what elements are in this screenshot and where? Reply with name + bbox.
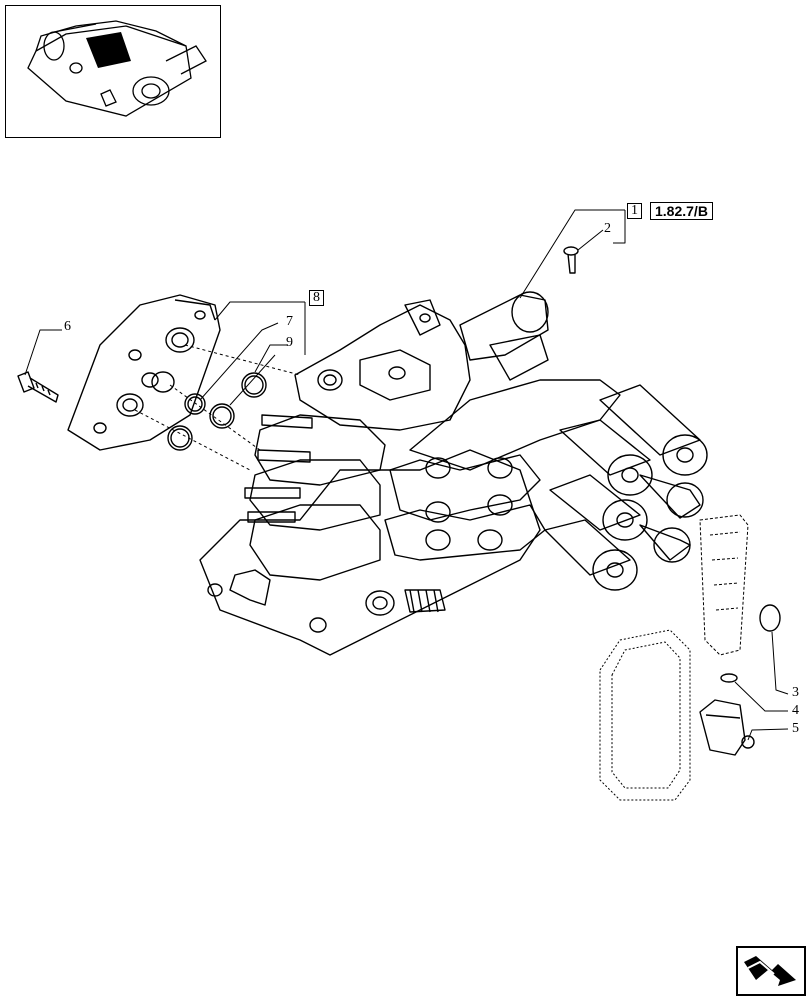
solenoid-manifold <box>384 379 621 561</box>
seal-4 <box>720 673 738 683</box>
callout-4: 4 <box>792 703 799 718</box>
callout-2: 2 <box>604 221 611 236</box>
arrow-glyph <box>744 956 796 986</box>
top-cover <box>294 299 471 431</box>
o-rings <box>167 372 267 451</box>
callout-1: 1 <box>627 203 642 219</box>
ghost-gasket <box>599 629 691 801</box>
leader-lines <box>24 209 789 741</box>
upper-solenoid <box>459 291 549 381</box>
callout-9: 9 <box>286 335 293 350</box>
callout-5: 5 <box>792 721 799 736</box>
callout-3: 3 <box>792 685 799 700</box>
callout-8: 8 <box>309 290 324 306</box>
thumbnail-drawing <box>27 20 207 117</box>
connector-5 <box>699 699 755 756</box>
valve-sections <box>244 414 386 581</box>
assembly-lines <box>134 344 301 471</box>
flange-plate <box>67 294 221 451</box>
screw-6 <box>17 371 59 403</box>
assembly-thumbnail <box>5 5 221 138</box>
cover-3 <box>759 604 781 632</box>
screw-2 <box>563 246 579 274</box>
callout-7: 7 <box>286 314 293 329</box>
reference-link[interactable]: 1.82.7/B <box>650 202 713 220</box>
valve-body <box>199 449 541 656</box>
connector-strip <box>699 514 749 656</box>
next-page-arrow-icon[interactable] <box>736 946 806 996</box>
solenoid-coils <box>544 384 708 591</box>
callout-6: 6 <box>64 319 71 334</box>
